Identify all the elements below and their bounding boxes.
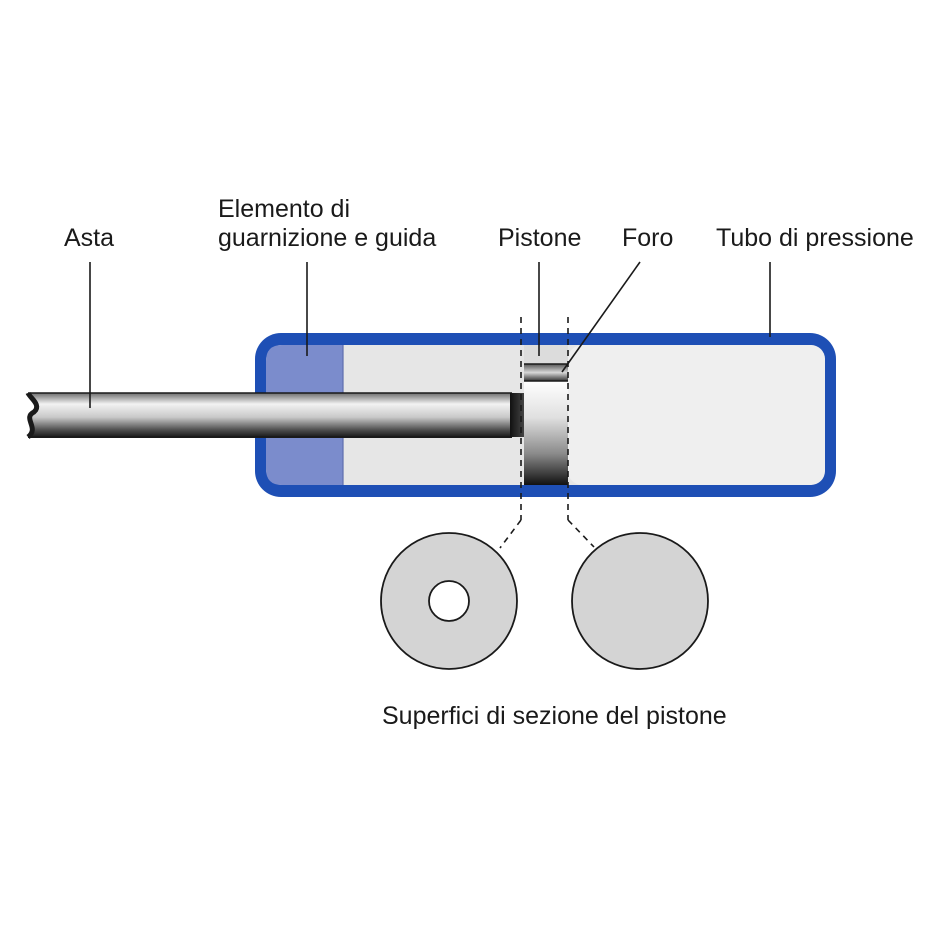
label-sections: Superfici di sezione del pistone (382, 702, 727, 730)
section-disc-hole (428, 580, 470, 622)
section-connector-right (567, 519, 595, 548)
section-connector-left (499, 519, 522, 549)
label-seal-guide-line1: Elemento di (218, 195, 350, 223)
label-seal-guide-line2: guarnizione e guida (218, 224, 436, 252)
chamber-right (568, 345, 825, 485)
label-rod: Asta (64, 224, 114, 252)
label-hole: Foro (622, 224, 673, 252)
section-disc-solid (571, 532, 709, 670)
piston (524, 381, 568, 485)
rod-broken-end (25, 391, 40, 439)
label-piston: Pistone (498, 224, 581, 252)
rod-end (510, 393, 524, 437)
piston-ring (524, 364, 568, 381)
leader-hole (561, 261, 641, 373)
rod (28, 393, 512, 437)
label-tube: Tubo di pressione (716, 224, 914, 252)
piston-top-gap (524, 345, 568, 364)
